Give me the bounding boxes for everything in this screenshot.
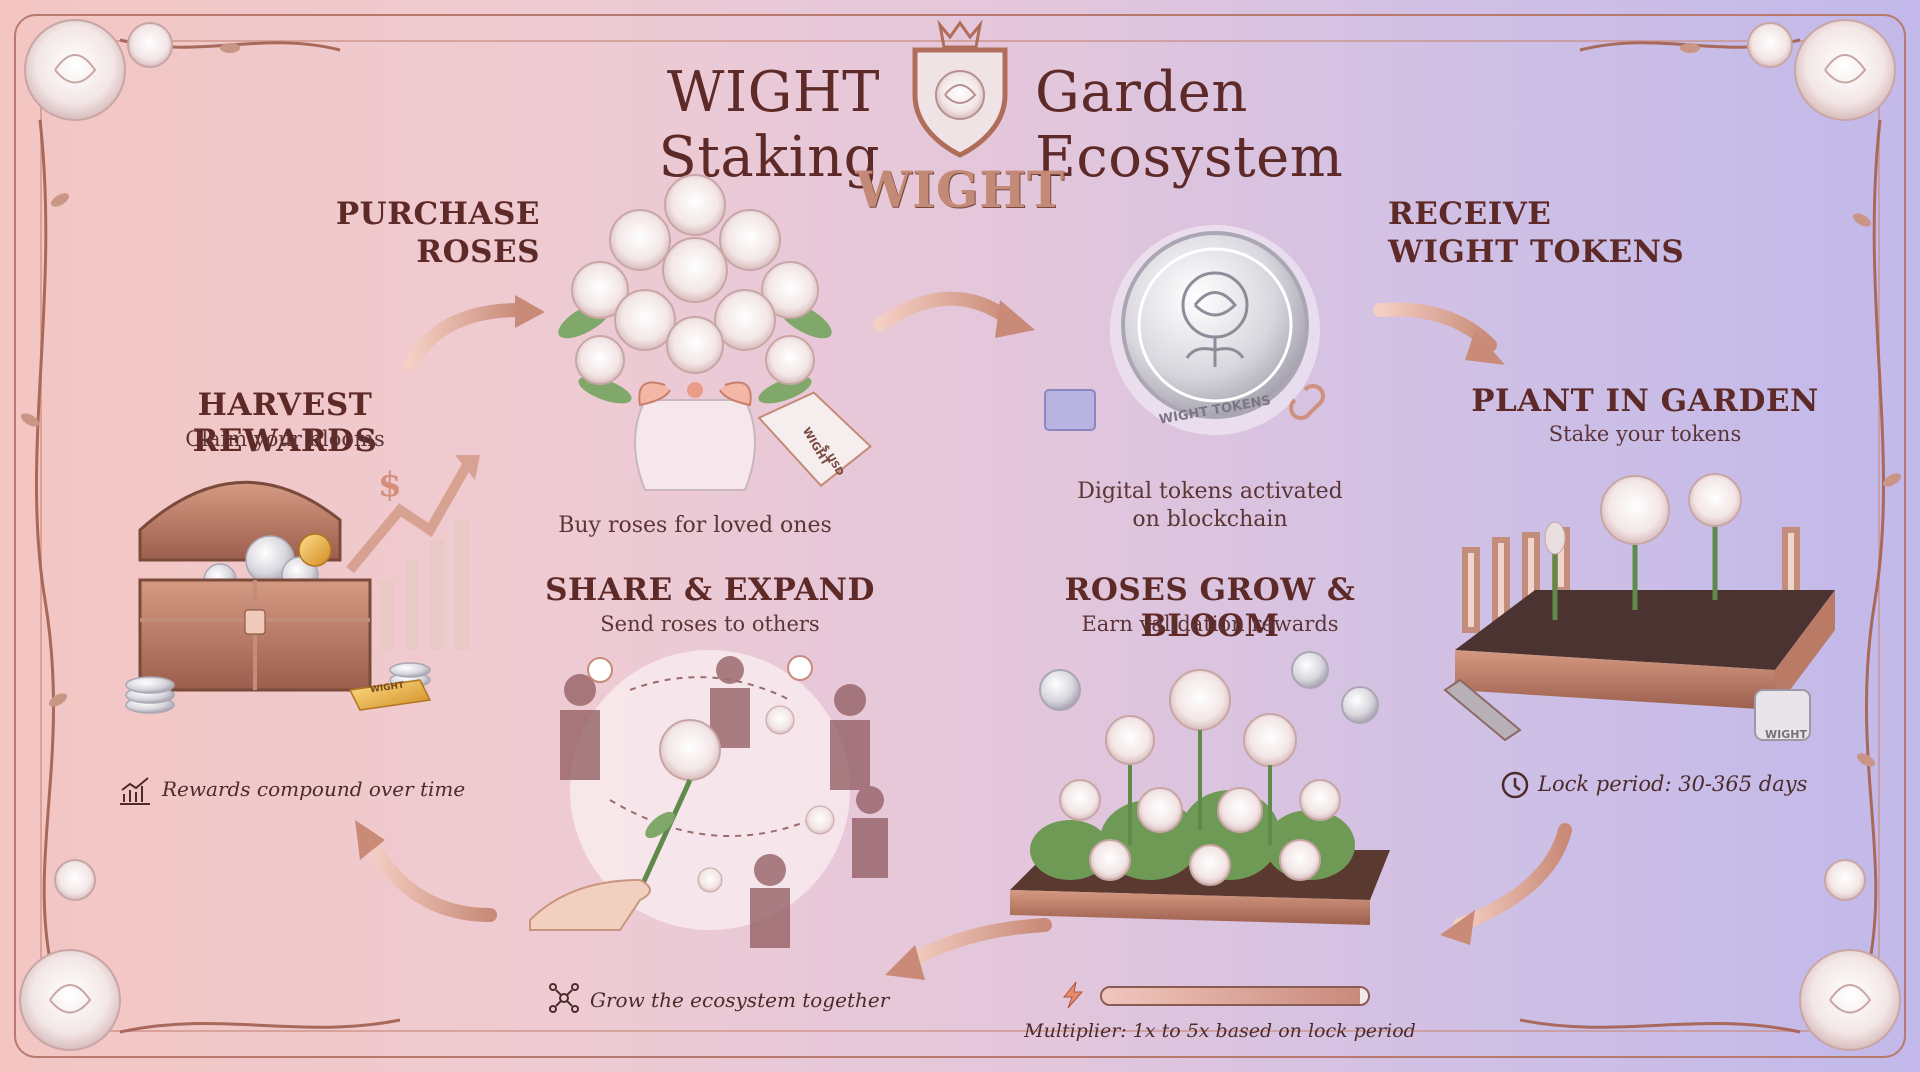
harvest-heading: HARVEST REWARDS	[192, 387, 378, 459]
outer-frame	[14, 14, 1906, 1058]
purchase-heading: PURCHASE ROSES	[320, 195, 540, 271]
inner-frame	[40, 40, 1880, 1032]
multiplier-progress-fill	[1102, 988, 1361, 1004]
can-text: WIGHT	[1765, 728, 1807, 741]
multiplier-progress-bar	[1100, 986, 1370, 1006]
title-right: Garden Ecosystem	[1035, 60, 1344, 190]
trowel-icon	[1443, 678, 1522, 742]
receive-caption: Digital tokens activated on blockchain	[1050, 478, 1370, 534]
share-note: Grow the ecosystem together	[590, 988, 890, 1012]
block-icon	[1044, 389, 1096, 431]
grow-subtitle: Earn validation rewards	[1081, 612, 1339, 636]
heart-icon	[787, 655, 813, 681]
receive-caption-line1: Digital tokens activated	[1077, 479, 1343, 504]
treasure-chest-illustration	[125, 455, 480, 714]
heart-icon	[587, 657, 613, 683]
chain-link-icon	[1289, 384, 1325, 420]
purchase-caption: Buy roses for loved ones	[558, 513, 832, 538]
corner-rose-top-right	[1747, 19, 1896, 121]
wight-token-coin	[1044, 225, 1325, 435]
harvest-note: Rewards compound over time	[162, 777, 466, 801]
share-heading: SHARE & EXPAND	[545, 572, 875, 608]
receive-caption-line2: on blockchain	[1132, 507, 1288, 532]
dollar-sign-icon: $	[378, 465, 402, 505]
brand-wordmark: WIGHT	[855, 160, 1065, 219]
watering-can-icon	[1754, 689, 1811, 741]
grow-heading: ROSES GROW & BLOOM	[1064, 572, 1356, 644]
clock-icon	[1501, 771, 1529, 799]
chart-icon	[120, 777, 150, 805]
receive-heading: RECEIVE WIGHT TOKENS	[1388, 195, 1688, 271]
title-left: WIGHT Staking	[658, 60, 880, 190]
network-icon	[549, 983, 579, 1013]
garden-planter-box	[1443, 473, 1835, 742]
rose-crest-icon	[912, 19, 1008, 158]
lightning-icon	[1062, 981, 1084, 1009]
rose-garden-bed	[1010, 651, 1390, 925]
sharing-network-illustration	[529, 650, 888, 948]
receive-heading-line1: RECEIVE	[1388, 196, 1552, 232]
corner-rose-bottom-right	[1799, 859, 1901, 1051]
corner-rose-bottom-left	[19, 859, 121, 1051]
plant-heading: PLANT IN GARDEN	[1471, 383, 1819, 419]
rose-bouquet-vase	[558, 174, 832, 491]
corner-rose-top-left	[24, 19, 173, 121]
receive-heading-line2: WIGHT TOKENS	[1388, 234, 1685, 270]
harvest-subtitle: Claim your blooms	[185, 427, 385, 451]
purchase-heading-line2: ROSES	[416, 234, 540, 270]
price-tag	[757, 391, 873, 488]
share-subtitle: Send roses to others	[600, 612, 820, 636]
plant-subtitle: Stake your tokens	[1548, 422, 1742, 446]
plant-note: Lock period: 30-365 days	[1538, 772, 1808, 796]
grow-note: Multiplier: 1x to 5x based on lock perio…	[1024, 1020, 1416, 1042]
purchase-heading-line1: PURCHASE	[335, 196, 540, 232]
